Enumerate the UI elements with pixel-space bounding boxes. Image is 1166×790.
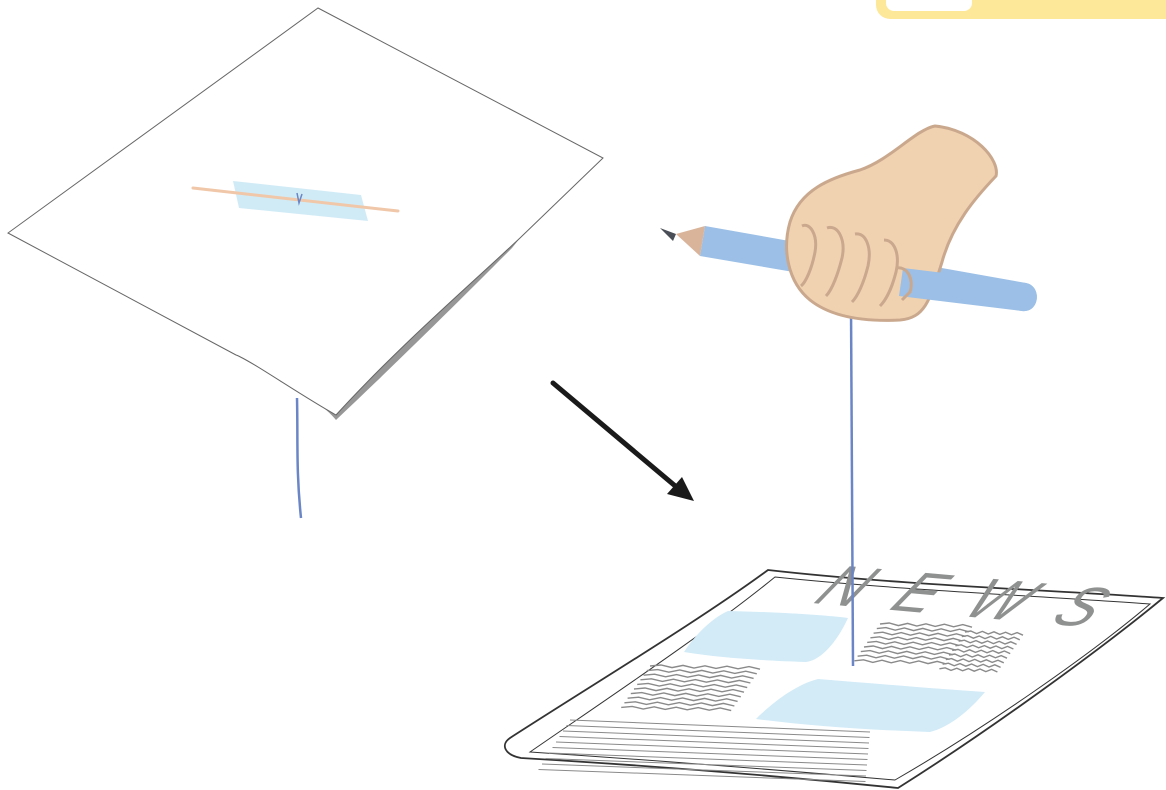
arrow-down-right-icon: [553, 383, 694, 501]
hanging-string: [297, 398, 301, 518]
newspaper: NEWS: [505, 555, 1163, 788]
